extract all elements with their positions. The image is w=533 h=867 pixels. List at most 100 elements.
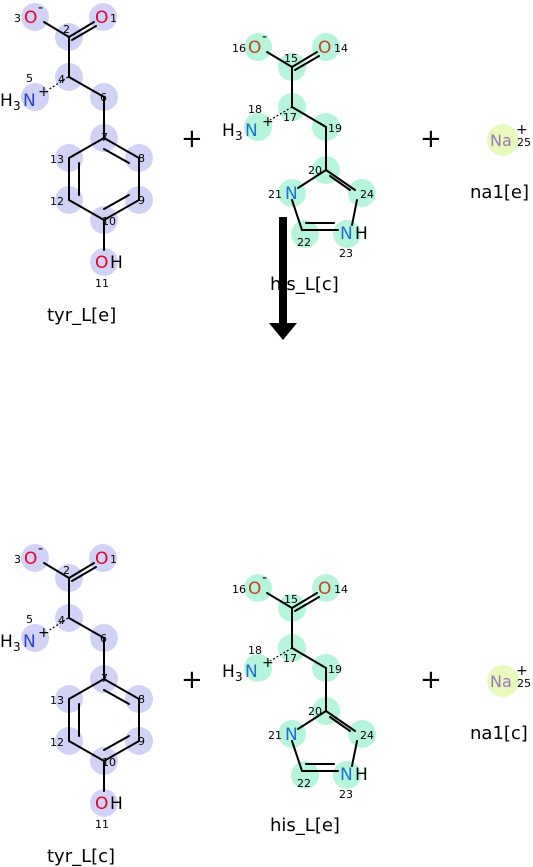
svg-text:5: 5 xyxy=(26,613,33,626)
reaction-arrow xyxy=(269,217,297,340)
svg-text:11: 11 xyxy=(95,277,109,290)
svg-text:10: 10 xyxy=(102,215,116,228)
svg-text:10: 10 xyxy=(102,756,116,769)
oxygen-11-label: O xyxy=(95,253,108,273)
svg-text:19: 19 xyxy=(328,122,342,135)
nitrogen-21-label: N xyxy=(285,184,298,204)
nitrogen-18-label: N xyxy=(245,121,258,141)
svg-text:O: O xyxy=(248,579,261,599)
plus-sign: + xyxy=(420,124,442,154)
plus-sign: + xyxy=(420,665,442,695)
svg-text:6: 6 xyxy=(100,91,107,104)
svg-text:3: 3 xyxy=(235,670,243,684)
nitrogen-23-label: N xyxy=(340,224,353,244)
svg-text:O: O xyxy=(318,579,331,599)
svg-text:24: 24 xyxy=(360,729,374,742)
svg-text:3: 3 xyxy=(13,640,21,654)
svg-text:5: 5 xyxy=(26,72,33,85)
plus-sign: + xyxy=(181,665,203,695)
his-molecule-bottom: O - 16 O 14 15 17 H 3 N + 18 19 20 N 21 … xyxy=(222,570,376,801)
svg-text:H: H xyxy=(222,121,235,141)
svg-text:18: 18 xyxy=(248,644,262,657)
svg-text:25: 25 xyxy=(517,136,531,149)
svg-text:23: 23 xyxy=(339,788,353,801)
svg-text:12: 12 xyxy=(50,195,64,208)
svg-text:16: 16 xyxy=(232,583,246,596)
svg-text:1: 1 xyxy=(110,553,117,566)
svg-text:20: 20 xyxy=(308,164,322,177)
svg-text:1: 1 xyxy=(110,12,117,25)
svg-text:14: 14 xyxy=(334,42,348,55)
svg-text:H: H xyxy=(0,632,13,652)
svg-text:21: 21 xyxy=(268,729,282,742)
svg-text:15: 15 xyxy=(284,52,298,65)
svg-text:4: 4 xyxy=(58,73,65,86)
svg-text:23: 23 xyxy=(339,247,353,260)
svg-text:O: O xyxy=(95,794,108,814)
svg-text:9: 9 xyxy=(138,735,145,748)
svg-text:N: N xyxy=(340,765,353,785)
oxygen-3-label: O xyxy=(24,8,37,28)
svg-text:2: 2 xyxy=(63,23,70,36)
svg-text:3: 3 xyxy=(14,553,21,566)
plus-sign: + xyxy=(181,124,203,154)
svg-text:-: - xyxy=(38,541,43,557)
molecule-name-tyr-top: tyr_L[e] xyxy=(47,305,116,326)
svg-text:O: O xyxy=(24,549,37,569)
svg-text:+: + xyxy=(516,122,528,138)
svg-text:O: O xyxy=(95,549,108,569)
svg-text:H: H xyxy=(0,91,13,111)
svg-text:+: + xyxy=(262,114,274,130)
molecule-name-na-top: na1[e] xyxy=(470,182,529,203)
svg-text:11: 11 xyxy=(95,818,109,831)
svg-text:Na: Na xyxy=(490,131,512,150)
na-ion-bottom: Na + 25 xyxy=(487,663,531,697)
svg-text:16: 16 xyxy=(232,42,246,55)
svg-text:21: 21 xyxy=(268,188,282,201)
svg-text:+: + xyxy=(38,625,50,641)
svg-text:7: 7 xyxy=(101,131,108,144)
svg-text:+: + xyxy=(38,84,50,100)
svg-text:7: 7 xyxy=(101,672,108,685)
molecule-name-his-top: his_L[c] xyxy=(270,274,339,295)
svg-text:13: 13 xyxy=(50,153,64,166)
oxygen-16-label: O xyxy=(248,38,261,58)
svg-text:22: 22 xyxy=(297,236,311,249)
svg-text:4: 4 xyxy=(58,614,65,627)
molecule-name-his-bottom: his_L[e] xyxy=(270,815,340,836)
his-molecule-top: O - 16 O 14 15 17 H 3 N + 18 19 20 N 21 … xyxy=(222,29,376,260)
svg-text:12: 12 xyxy=(50,736,64,749)
svg-text:H: H xyxy=(222,662,235,682)
svg-text:25: 25 xyxy=(517,677,531,690)
svg-text:19: 19 xyxy=(328,663,342,676)
svg-text:-: - xyxy=(262,29,267,45)
svg-text:8: 8 xyxy=(138,152,145,165)
svg-text:N: N xyxy=(285,725,298,745)
svg-text:-: - xyxy=(262,570,267,586)
svg-text:17: 17 xyxy=(283,652,297,665)
svg-text:22: 22 xyxy=(297,777,311,790)
svg-text:3: 3 xyxy=(13,99,21,113)
svg-text:13: 13 xyxy=(50,694,64,707)
svg-text:3: 3 xyxy=(235,129,243,143)
svg-text:17: 17 xyxy=(283,111,297,124)
svg-text:9: 9 xyxy=(138,194,145,207)
svg-text:H: H xyxy=(355,224,368,244)
svg-text:14: 14 xyxy=(334,583,348,596)
svg-text:H: H xyxy=(110,794,123,814)
svg-text:Na: Na xyxy=(490,672,512,691)
oxygen-14-label: O xyxy=(318,38,331,58)
svg-text:3: 3 xyxy=(14,12,21,25)
svg-text:+: + xyxy=(262,655,274,671)
tyr-molecule-bottom: O - 3 O 1 2 4 H 3 N + 5 6 7 8 9 10 12 13… xyxy=(0,541,153,831)
oxygen-1-label: O xyxy=(95,8,108,28)
svg-text:N: N xyxy=(23,632,36,652)
svg-text:H: H xyxy=(355,765,368,785)
na-ion-top: Na + 25 xyxy=(487,122,531,156)
svg-text:8: 8 xyxy=(138,693,145,706)
svg-text:-: - xyxy=(38,0,43,16)
svg-text:+: + xyxy=(516,663,528,679)
svg-text:6: 6 xyxy=(100,632,107,645)
svg-text:18: 18 xyxy=(248,103,262,116)
nitrogen-5-label: N xyxy=(23,91,36,111)
